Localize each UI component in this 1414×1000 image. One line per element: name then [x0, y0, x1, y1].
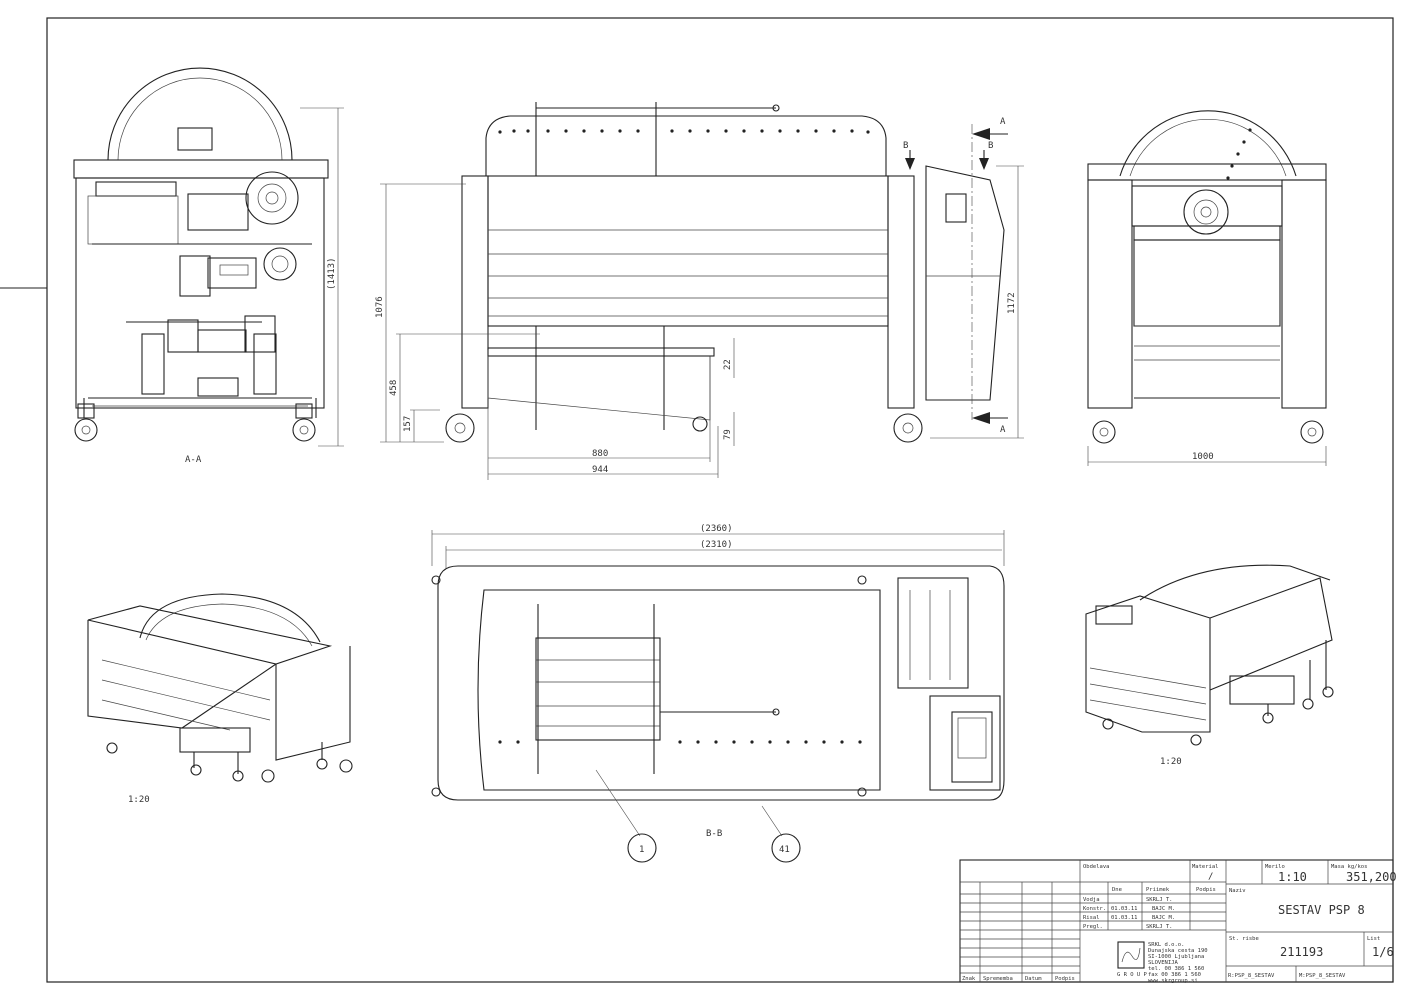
svg-text:R:PSP_8_SESTAV: R:PSP_8_SESTAV [1228, 973, 1275, 979]
svg-text:SKRLJ T.: SKRLJ T. [1146, 924, 1173, 930]
svg-text:Risal: Risal [1083, 915, 1100, 921]
svg-text:Merilo: Merilo [1265, 864, 1285, 870]
top-dimensions: (2360) (2310) [431, 524, 1005, 568]
svg-text:G R O U P: G R O U P [1117, 972, 1147, 978]
svg-text:1076: 1076 [375, 296, 385, 318]
svg-text:Material: Material [1192, 864, 1219, 870]
isometric-view-left: 1:20 [87, 593, 353, 805]
svg-text:SI-1000 Ljubljana: SI-1000 Ljubljana [1148, 954, 1204, 960]
company-logo [1117, 941, 1145, 969]
svg-text:St. risbe: St. risbe [1229, 936, 1259, 942]
svg-text:BAJC M.: BAJC M. [1152, 915, 1175, 921]
svg-text:458: 458 [389, 380, 399, 396]
svg-text:fax 00 386 1 560: fax 00 386 1 560 [1148, 972, 1201, 978]
svg-text:B: B [988, 141, 993, 151]
isometric-view-right: 1:20 [1085, 564, 1334, 767]
part-balloons: 1 41 [595, 769, 801, 863]
svg-text:(1413): (1413) [327, 257, 337, 290]
svg-text:Datum: Datum [1025, 976, 1042, 982]
svg-text:SLOVENIJA: SLOVENIJA [1148, 960, 1178, 966]
svg-text:SESTAV PSP 8: SESTAV PSP 8 [1278, 903, 1365, 917]
svg-text:79: 79 [723, 429, 733, 440]
svg-text:A: A [1000, 425, 1006, 435]
svg-text:01.03.11: 01.03.11 [1111, 906, 1138, 912]
svg-text:157: 157 [403, 416, 413, 432]
svg-text:1: 1 [639, 845, 644, 855]
scale-left-label: 1:20 [128, 795, 150, 805]
svg-text:Masa kg/kos: Masa kg/kos [1331, 864, 1367, 870]
svg-text:tel. 00 386 1 560: tel. 00 386 1 560 [1148, 966, 1204, 972]
svg-text:Naziv: Naziv [1229, 888, 1246, 894]
bb-rivet-row [498, 740, 862, 744]
drawing-frame [46, 17, 1394, 983]
svg-text:Znak: Znak [962, 976, 976, 982]
svg-text:SKRLJ T.: SKRLJ T. [1146, 897, 1173, 903]
svg-text:1172: 1172 [1007, 292, 1017, 314]
svg-text:List: List [1367, 936, 1380, 942]
svg-text:880: 880 [592, 449, 608, 459]
title-block: Obdelava Material / Merilo 1:10 Masa kg/… [959, 859, 1397, 984]
svg-text:B: B [903, 141, 908, 151]
svg-text:Priimek: Priimek [1146, 887, 1170, 893]
svg-text:(2310): (2310) [700, 540, 733, 550]
svg-text:351,200: 351,200 [1346, 870, 1397, 884]
svg-text:22: 22 [723, 359, 733, 370]
svg-text:Podpis: Podpis [1055, 976, 1075, 982]
scale-right-label: 1:20 [1160, 757, 1182, 767]
svg-text:BAJC M.: BAJC M. [1152, 906, 1175, 912]
svg-text:Podpis: Podpis [1196, 887, 1216, 893]
svg-text:Sprememba: Sprememba [983, 976, 1013, 982]
svg-text:Obdelava: Obdelava [1083, 864, 1110, 870]
svg-text:Konstr.: Konstr. [1083, 906, 1106, 912]
front-dimensions: 1076 458 157 880 944 22 79 1172 [375, 165, 1024, 480]
svg-text:01.03.11: 01.03.11 [1111, 915, 1138, 921]
svg-text:Dne: Dne [1112, 887, 1122, 893]
section-bb-view: B-B [431, 565, 1005, 839]
svg-text:Pregl.: Pregl. [1083, 924, 1103, 930]
svg-text:M:PSP_8_SESTAV: M:PSP_8_SESTAV [1299, 973, 1346, 979]
svg-text:Vodja: Vodja [1083, 897, 1100, 903]
right-side-view [1087, 110, 1327, 444]
svg-text:Dunajska cesta 190: Dunajska cesta 190 [1148, 948, 1208, 954]
section-aa-label: A-A [185, 455, 202, 465]
front-view [445, 102, 1005, 443]
front-rivet-row [498, 129, 870, 134]
section-aa-view: A-A [73, 67, 329, 465]
svg-text:1000: 1000 [1192, 452, 1214, 462]
svg-text:(2360): (2360) [700, 524, 733, 534]
svg-text:1/6: 1/6 [1372, 945, 1394, 959]
svg-text:944: 944 [592, 465, 608, 475]
section-cut-markers: A A B B [903, 117, 1008, 435]
dim-right-width: 1000 [1087, 446, 1327, 466]
svg-text:SRKL d.o.o.: SRKL d.o.o. [1148, 942, 1184, 948]
svg-text:A: A [1000, 117, 1006, 127]
dim-left-height: (1413) [300, 107, 344, 447]
section-bb-label: B-B [706, 829, 722, 839]
svg-text:/: / [1208, 872, 1213, 882]
svg-text:www.skrgroup.si: www.skrgroup.si [1148, 978, 1198, 984]
svg-text:41: 41 [779, 845, 790, 855]
svg-text:211193: 211193 [1280, 945, 1323, 959]
svg-text:1:10: 1:10 [1278, 870, 1307, 884]
